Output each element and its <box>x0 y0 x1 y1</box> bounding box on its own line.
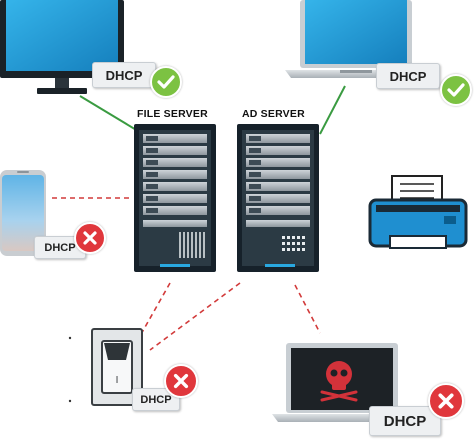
link-laptop-adserver <box>319 85 346 135</box>
file-server-title: FILE SERVER <box>137 108 208 120</box>
ad-server-title: AD SERVER <box>242 108 305 120</box>
light-switch-device: I <box>91 328 143 406</box>
file-server-rack <box>134 124 216 272</box>
error-x-icon <box>428 383 464 419</box>
check-icon <box>150 66 182 98</box>
dot-marker <box>68 336 72 340</box>
skull-icon <box>320 361 358 402</box>
infected-laptop-dhcp-label: DHCP <box>369 406 441 436</box>
phone-device <box>0 170 46 256</box>
check-icon <box>440 74 472 106</box>
dot-marker <box>68 399 72 403</box>
error-x-icon <box>164 364 198 398</box>
link-switch-fileserver <box>139 282 171 337</box>
laptop-dhcp-label: DHCP <box>376 63 440 89</box>
link-laptop-adserver-red <box>294 284 321 334</box>
ad-server-rack <box>237 124 319 272</box>
error-x-icon <box>74 222 106 254</box>
switch-dhcp-label: DHCP <box>132 388 180 411</box>
link-switch-adserver <box>149 282 241 351</box>
printer-device <box>368 175 468 249</box>
phone-dhcp-label: DHCP <box>34 236 86 259</box>
svg-text:I: I <box>116 375 119 386</box>
monitor-device <box>0 0 124 94</box>
monitor-dhcp-label: DHCP <box>92 62 156 88</box>
link-monitor-fileserver <box>79 95 139 132</box>
